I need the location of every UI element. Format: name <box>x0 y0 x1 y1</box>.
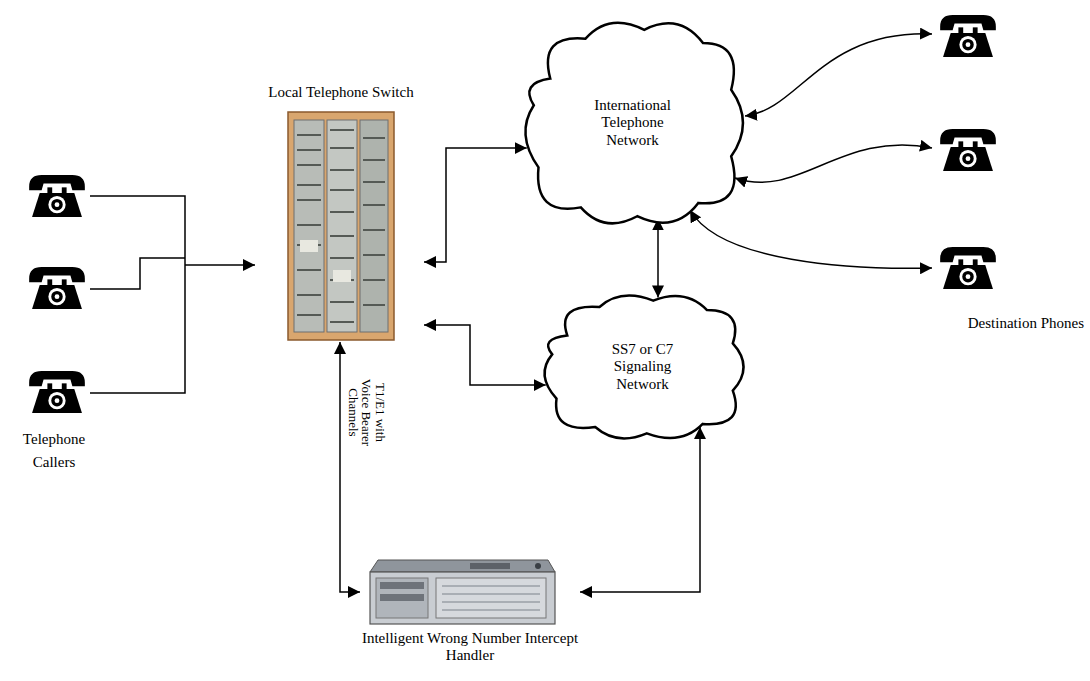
server-vents <box>442 586 540 610</box>
caller-wire <box>90 265 185 393</box>
telephone-icon <box>940 129 996 171</box>
rack-label <box>300 240 318 252</box>
connector <box>657 218 659 297</box>
group-caption: Telephone Callers <box>8 428 100 473</box>
rack-panel <box>360 120 388 332</box>
telephone-icon <box>940 15 996 57</box>
switch-node: Local Telephone Switch <box>258 84 424 342</box>
cloud-shape <box>525 23 743 224</box>
destination-link <box>745 34 932 116</box>
handler-node: Intelligent Wrong Number Intercept Handl… <box>360 552 580 667</box>
network-cloud: SS7 or C7 Signaling Network <box>535 288 750 446</box>
caller-wire <box>90 258 185 289</box>
telephone-icon <box>29 267 85 309</box>
link-label: T1/E1 with Voice Bearer Channels <box>347 367 388 457</box>
server-bay <box>376 578 428 618</box>
node-title: International Telephone Network <box>578 97 688 149</box>
network-cloud: International Telephone Network <box>515 12 750 234</box>
caller-wire <box>90 196 185 265</box>
node-title: Intelligent Wrong Number Intercept Handl… <box>360 630 580 665</box>
rack-panel <box>327 120 357 332</box>
destination-link <box>735 145 932 182</box>
telephone-icon <box>940 247 996 289</box>
telephone-icon <box>29 371 85 413</box>
switch-rack-picture <box>288 112 394 340</box>
telephone-icon <box>29 175 85 217</box>
node-title: SS7 or C7 Signaling Network <box>590 341 696 393</box>
connector <box>424 325 546 385</box>
server-part <box>470 563 510 569</box>
server-front <box>436 578 546 618</box>
server-chassis <box>370 572 555 624</box>
destination-link <box>690 210 932 268</box>
rack-cards <box>297 130 385 322</box>
drive-slot <box>380 582 424 589</box>
server-picture <box>370 560 555 624</box>
caller-wire <box>185 264 255 266</box>
group-caption: Destination Phones <box>968 312 1084 335</box>
cloud-shape <box>545 296 744 439</box>
rack-label <box>333 270 351 282</box>
rack-frame <box>288 112 394 340</box>
connector <box>580 427 700 592</box>
drive-slot <box>380 594 424 601</box>
connector <box>424 148 527 262</box>
server-part <box>535 563 541 569</box>
node-title: Local Telephone Switch <box>268 84 413 101</box>
server-top <box>370 560 555 572</box>
